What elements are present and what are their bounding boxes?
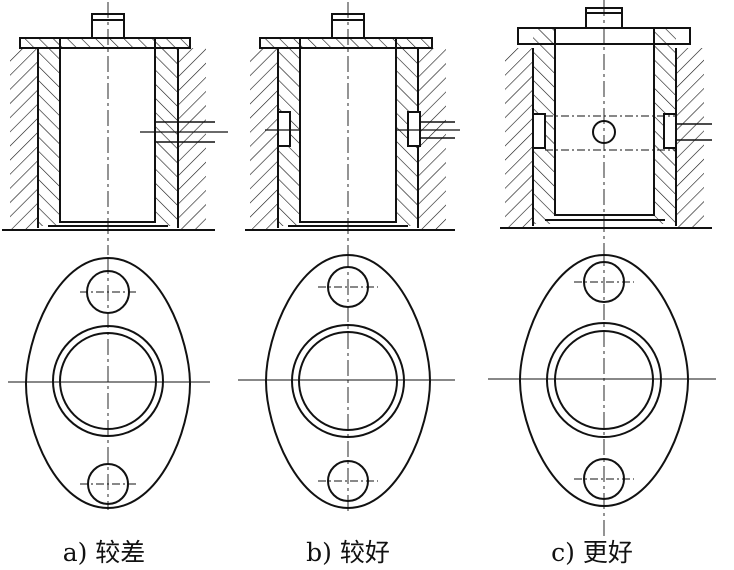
caption-a: a) 较差 [62, 538, 146, 567]
section-view-a [2, 2, 228, 255]
top-view-b [238, 252, 455, 512]
panel-a [2, 2, 228, 510]
panel-b [238, 2, 460, 512]
section-view-c [500, 0, 712, 255]
section-view-b [245, 2, 460, 255]
caption-c: c) 更好 [551, 538, 633, 567]
caption-b: b) 较好 [306, 538, 390, 567]
panel-c [488, 0, 716, 540]
top-view-a [8, 256, 210, 510]
top-view-c [488, 250, 716, 540]
